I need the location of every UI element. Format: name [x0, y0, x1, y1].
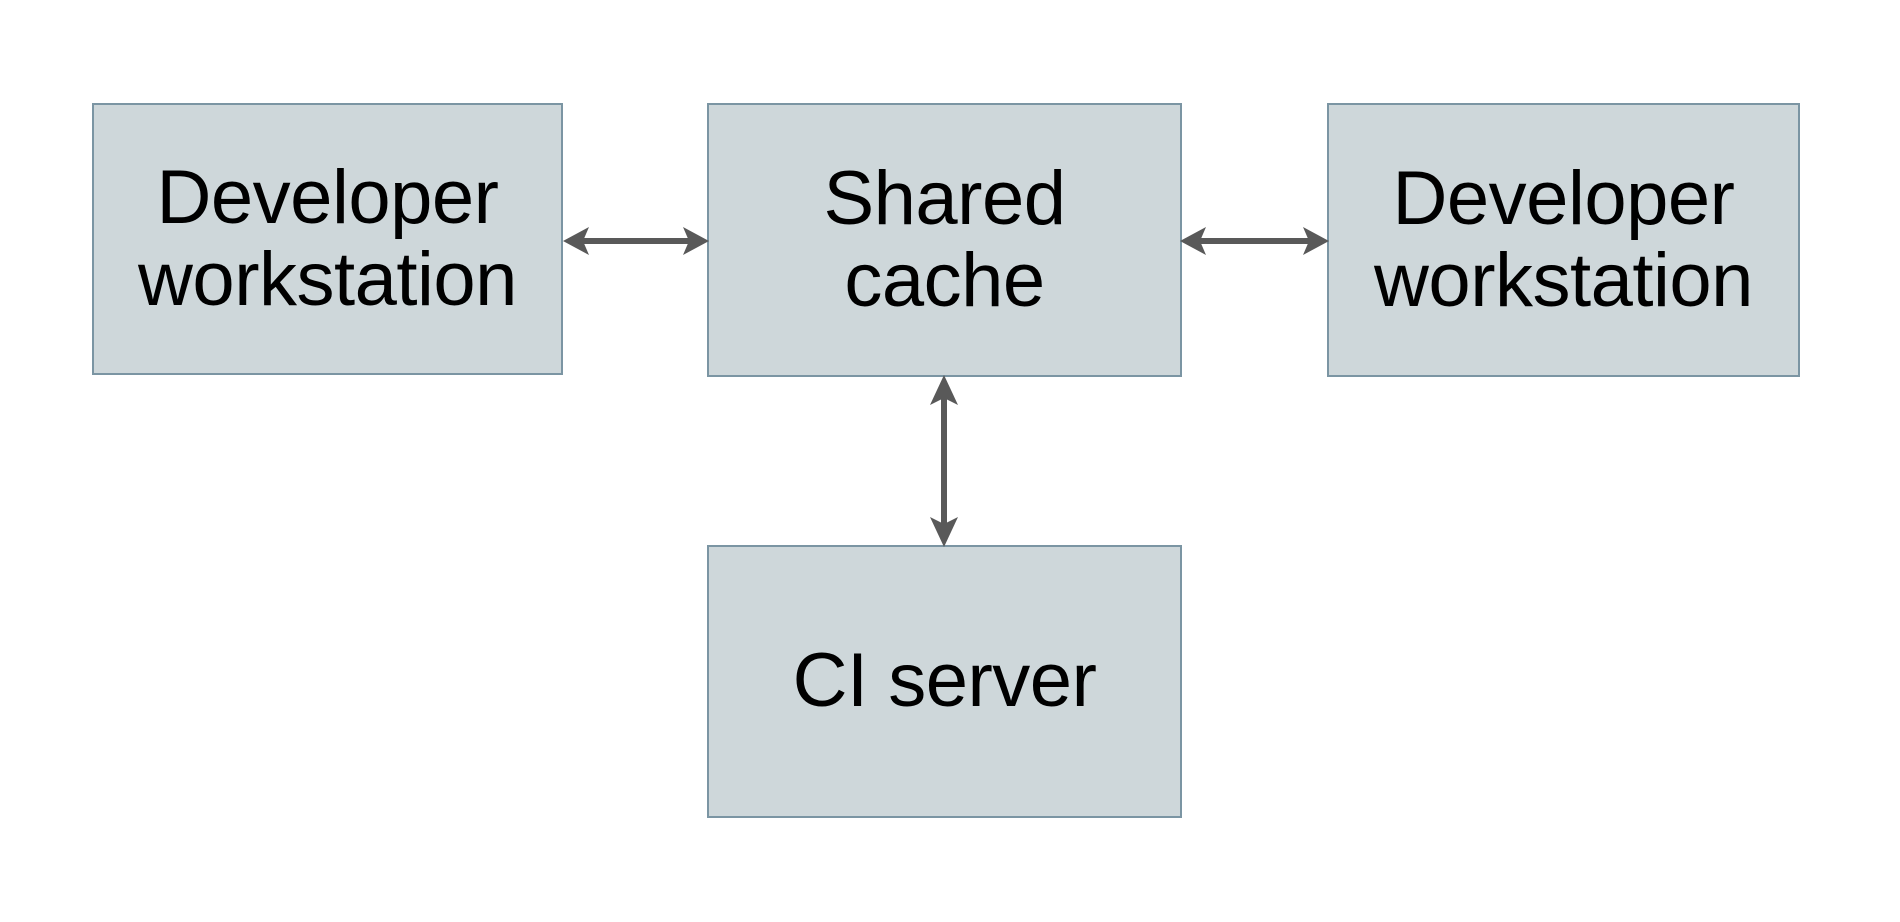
double-arrow-icon — [563, 227, 709, 255]
node-label: Developer workstation — [138, 154, 517, 322]
double-arrow-icon — [930, 375, 958, 547]
node-label: CI server — [792, 638, 1097, 724]
node-label: Shared cache — [823, 155, 1066, 323]
connector-developer-left-to-shared-cache — [563, 215, 709, 267]
node-developer-workstation-right[interactable]: Developer workstation — [1327, 103, 1800, 377]
node-shared-cache[interactable]: Shared cache — [707, 103, 1182, 377]
node-ci-server[interactable]: CI server — [707, 545, 1182, 818]
node-developer-workstation-left[interactable]: Developer workstation — [92, 103, 563, 375]
node-label: Developer workstation — [1374, 155, 1753, 323]
connector-shared-cache-to-developer-right — [1180, 215, 1329, 267]
connector-shared-cache-to-ci-server — [918, 375, 970, 547]
double-arrow-icon — [1180, 227, 1329, 255]
